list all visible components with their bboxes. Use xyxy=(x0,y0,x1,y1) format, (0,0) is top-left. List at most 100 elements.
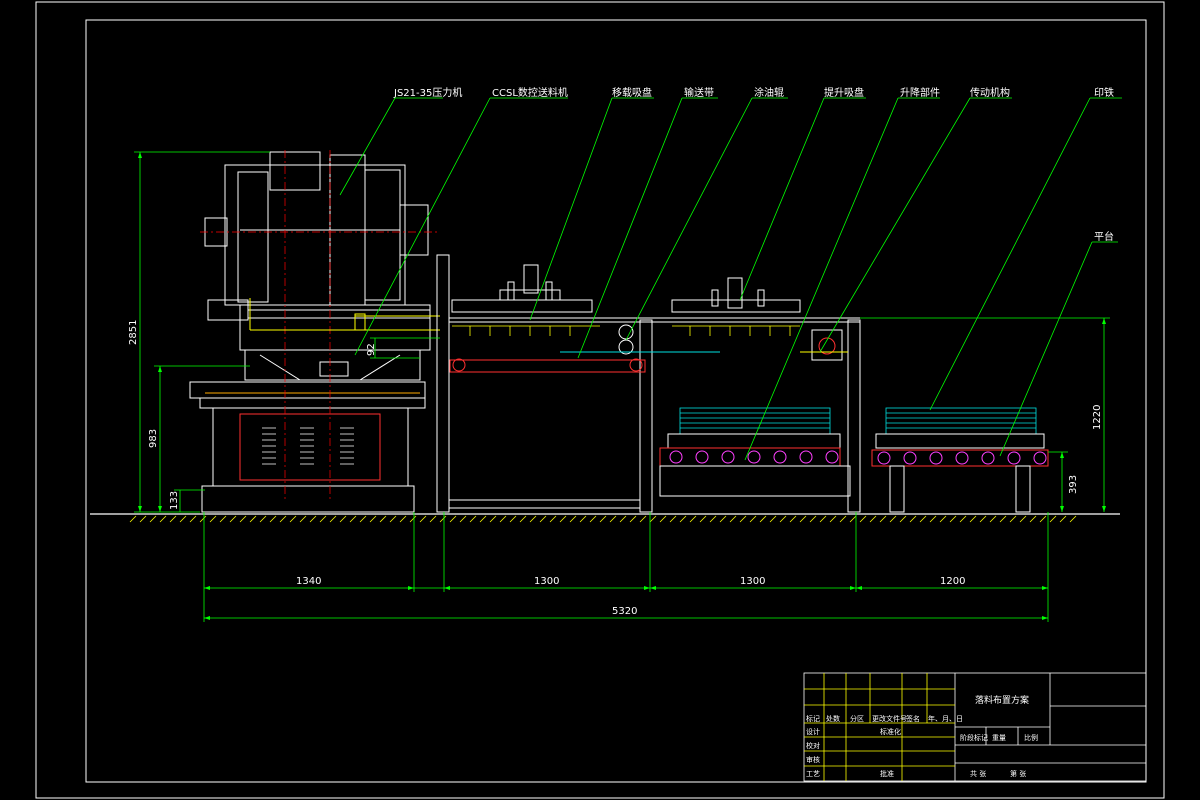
tb-r2-0: 设计 xyxy=(806,727,820,736)
dimension-lines xyxy=(134,151,1110,622)
ground-hatch-mark xyxy=(929,515,937,523)
label-platform: 平台 xyxy=(1094,230,1114,243)
tb-r1-2: 分区 xyxy=(850,714,864,723)
ground-hatch-mark xyxy=(709,515,717,523)
ground-hatch-mark xyxy=(229,515,237,523)
ground-hatch-mark xyxy=(289,515,297,523)
roller xyxy=(1033,451,1047,465)
ground-hatch-mark xyxy=(809,515,817,523)
ground-hatch-mark xyxy=(569,515,577,523)
ground-hatch-mark xyxy=(1049,515,1057,523)
ground-hatch-mark xyxy=(279,515,287,523)
press-machine xyxy=(189,151,431,513)
ground-hatch-mark xyxy=(1029,515,1037,523)
ground-hatch-mark xyxy=(549,515,557,523)
ground-hatch-mark xyxy=(359,515,367,523)
ground-hatch-mark xyxy=(839,515,847,523)
label-conveyor: 输送带 xyxy=(684,86,714,99)
ground-hatch-mark xyxy=(149,515,157,523)
ground-hatch-mark xyxy=(869,515,877,523)
lift-frame xyxy=(671,277,861,513)
roller xyxy=(747,450,761,464)
tb-r5-3: 批准 xyxy=(880,769,894,778)
ground-hatch-mark xyxy=(1009,515,1017,523)
ground-hatch-mark xyxy=(339,515,347,523)
ground-hatch-mark xyxy=(189,515,197,523)
ground-hatch-mark xyxy=(779,515,787,523)
ground-hatch-mark xyxy=(539,515,547,523)
ground xyxy=(90,513,1120,523)
ground-hatch-mark xyxy=(989,515,997,523)
label-feeder: CCSL数控送料机 xyxy=(492,86,568,99)
roller xyxy=(799,450,813,464)
ground-hatch-mark xyxy=(649,515,657,523)
label-stack: 印铁 xyxy=(1094,86,1114,99)
ground-hatch-mark xyxy=(609,515,617,523)
roller xyxy=(669,450,683,464)
tb-r4-0: 审核 xyxy=(806,755,820,764)
label-transfer-suction: 移载吸盘 xyxy=(612,86,652,99)
dim-seg-2: 1300 xyxy=(740,576,765,587)
tb-sheets-label: 共 张 xyxy=(970,769,986,778)
ground-hatch-mark xyxy=(789,515,797,523)
tb-r1-5: 年、月、日 xyxy=(928,714,963,723)
ground-hatch-mark xyxy=(529,515,537,523)
label-press: JS21-35压力机 xyxy=(393,86,462,99)
dim-line-height: 1220 xyxy=(1092,405,1103,430)
tb-scale-label: 比例 xyxy=(1024,733,1038,742)
dim-platform-height: 393 xyxy=(1068,475,1079,494)
ground-hatch-mark xyxy=(829,515,837,523)
ground-hatch-mark xyxy=(199,515,207,523)
ground-hatch-mark xyxy=(499,515,507,523)
callout-leaders xyxy=(339,97,1122,461)
dim-feed-offset: 92 xyxy=(366,343,377,356)
ground-hatch-mark xyxy=(329,515,337,523)
ground-hatch-mark xyxy=(1039,515,1047,523)
ground-hatch-mark xyxy=(439,515,447,523)
dim-seg-1: 1300 xyxy=(534,576,559,587)
outer-frame xyxy=(35,1,1165,799)
ground-hatch-mark xyxy=(629,515,637,523)
ground-hatch-mark xyxy=(799,515,807,523)
roller xyxy=(1007,451,1021,465)
sheet-stack-1 xyxy=(679,407,831,435)
tb-sheet-label: 第 张 xyxy=(1010,769,1026,778)
tb-r5-0: 工艺 xyxy=(806,770,820,778)
ground-hatch-mark xyxy=(589,515,597,523)
ground-hatch-mark xyxy=(259,515,267,523)
ground-hatch-mark xyxy=(379,515,387,523)
dimension-arrows xyxy=(138,152,1106,620)
ground-hatch-mark xyxy=(959,515,967,523)
ground-hatch-mark xyxy=(459,515,467,523)
ground-hatch-mark xyxy=(299,515,307,523)
ground-hatch-mark xyxy=(899,515,907,523)
tb-weight-label: 重量 xyxy=(992,734,1006,742)
tb-r1-0: 标记 xyxy=(806,714,820,723)
roller xyxy=(929,451,943,465)
ground-hatch-mark xyxy=(319,515,327,523)
dimension-texts: 2851 983 133 92 1220 393 1340 1300 1300 … xyxy=(128,320,1103,617)
ground-hatch-mark xyxy=(519,515,527,523)
ground-hatch-mark xyxy=(1019,515,1027,523)
ground-hatch-mark xyxy=(729,515,737,523)
ground-hatch-mark xyxy=(139,515,147,523)
tb-r1-4: 签名 xyxy=(906,714,920,723)
ground-hatch-mark xyxy=(1059,515,1067,523)
ground-hatch-mark xyxy=(719,515,727,523)
tb-drawing-title: 落料布置方案 xyxy=(975,694,1029,706)
ground-hatch-mark xyxy=(419,515,427,523)
tb-r1-3: 更改文件号 xyxy=(872,714,907,723)
ground-hatch-mark xyxy=(269,515,277,523)
transfer-frame xyxy=(436,254,860,513)
lift-table-1 xyxy=(659,433,851,497)
lift-suction-arms xyxy=(672,325,800,336)
ground-hatch-mark xyxy=(1069,515,1077,523)
ground-hatch-mark xyxy=(599,515,607,523)
roller-row-1 xyxy=(669,450,839,464)
ground-hatch-mark xyxy=(919,515,927,523)
title-block xyxy=(803,672,1147,782)
ground-hatch-mark xyxy=(179,515,187,523)
ground-hatch-mark xyxy=(479,515,487,523)
